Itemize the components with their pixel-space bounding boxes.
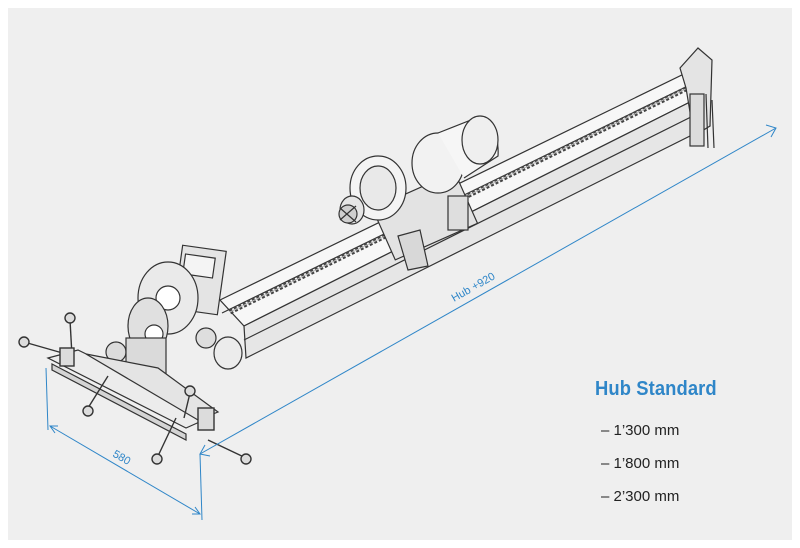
adjustment-handles — [18, 312, 252, 465]
spec-item: – 1’300 mm — [601, 422, 680, 439]
drawing-panel: Hub +920 580 Hub Standard – 1’300 mm – 1… — [8, 8, 792, 540]
spec-title: Hub Standard — [595, 378, 717, 400]
spec-item: – 1’800 mm — [601, 455, 680, 472]
spec-list: – 1’300 mm – 1’800 mm – 2’300 mm — [595, 423, 785, 522]
stroke-spec-box: Hub Standard – 1’300 mm – 1’800 mm – 2’3… — [595, 378, 785, 522]
width-dimension-label: 580 — [111, 448, 133, 468]
base-plate — [46, 349, 220, 441]
spec-item: – 2’300 mm — [601, 488, 680, 505]
dimension-lines — [45, 124, 777, 521]
technical-drawing: Hub +920 580 — [18, 47, 777, 521]
rear-bracket — [679, 47, 715, 149]
front-clamp — [105, 244, 243, 375]
motor-carriage — [338, 115, 499, 271]
